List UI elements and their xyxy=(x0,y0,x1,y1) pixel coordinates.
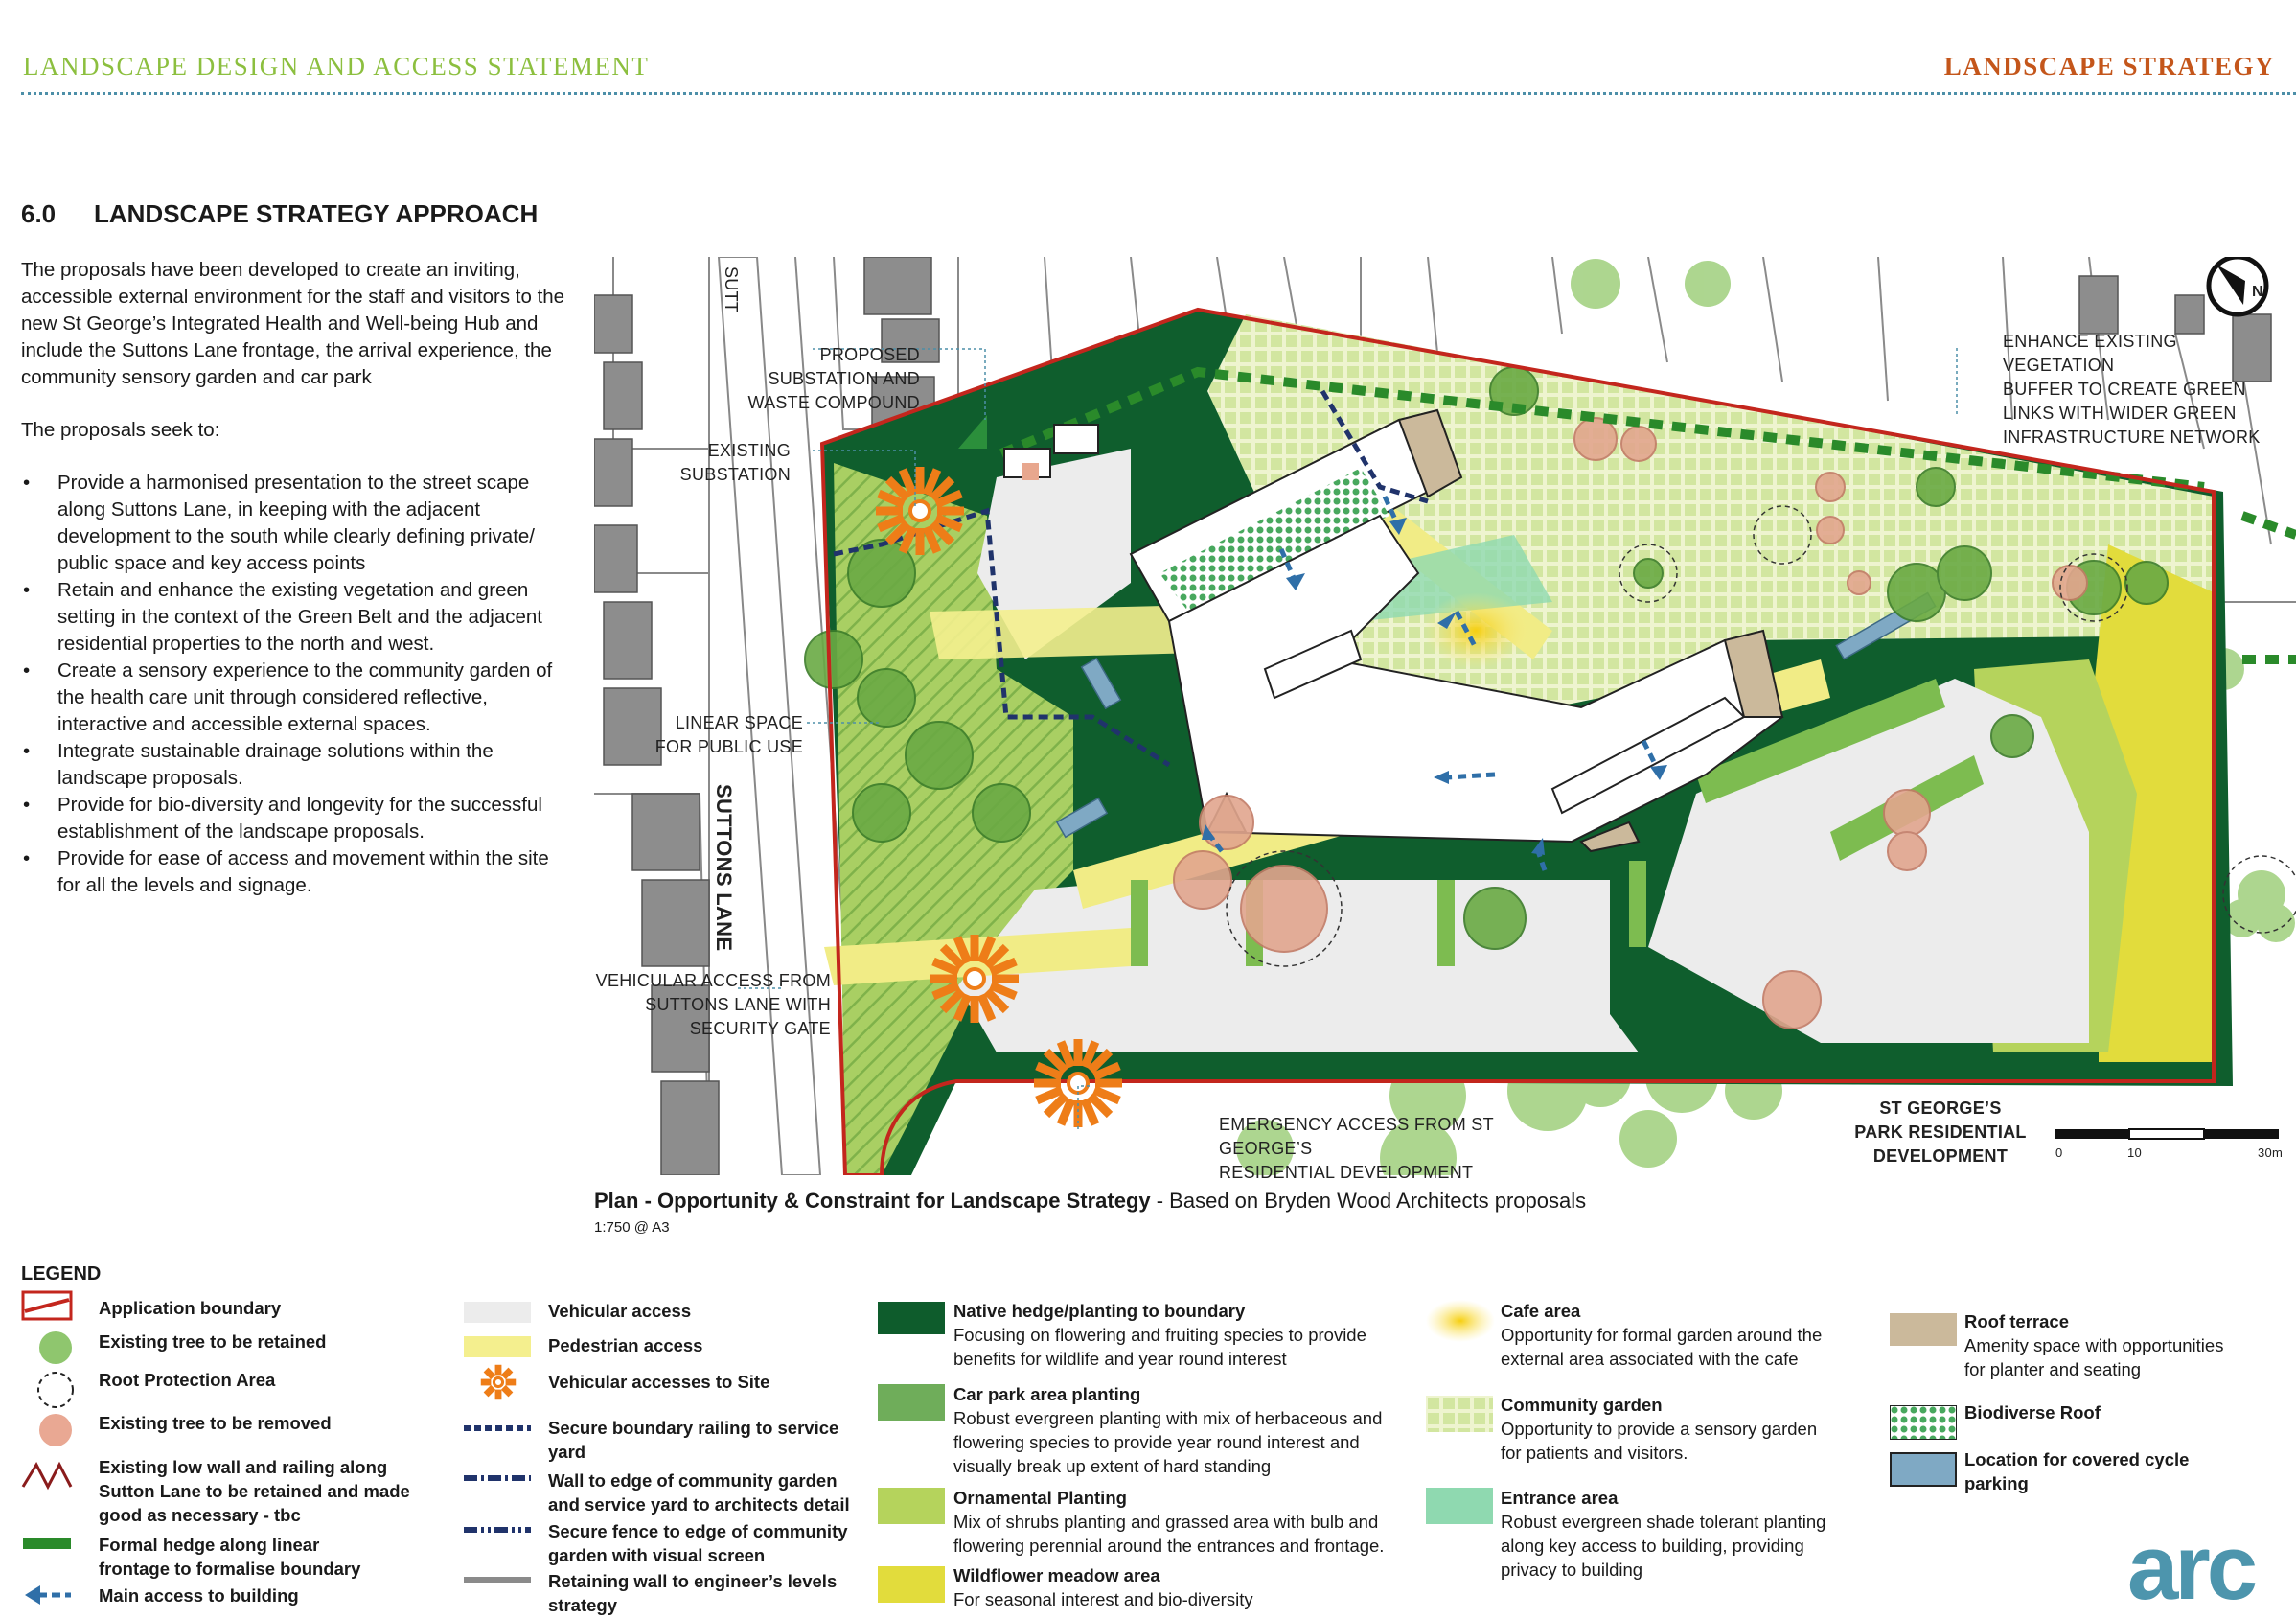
legend-main-access: Main access to building xyxy=(99,1585,299,1606)
legend-retaining-wall: Retaining wall to engineer’s levels stra… xyxy=(548,1571,838,1615)
section-heading: LANDSCAPE STRATEGY APPROACH xyxy=(94,199,539,228)
intro-bullet-list: Provide a harmonised presentation to the… xyxy=(21,470,567,899)
vehicular-access-sun xyxy=(930,935,1019,1023)
legend-entrance-area: Entrance area Robust evergreen shade tol… xyxy=(1501,1488,1826,1580)
label-proposed-substation: PROPOSED SUBSTATION AND WASTE COMPOUND xyxy=(747,345,920,412)
legend-wall-community-garden: Wall to edge of community garden and ser… xyxy=(548,1470,850,1515)
bullet-item: Provide a harmonised presentation to the… xyxy=(21,470,567,577)
wall-community-garden xyxy=(1320,389,1429,504)
legend-application-boundary: Application boundary xyxy=(99,1298,282,1318)
header-divider xyxy=(21,92,2296,95)
header-right-title: LANDSCAPE STRATEGY xyxy=(1943,52,2275,81)
legend-roof-terrace: Roof terrace Amenity space with opportun… xyxy=(1964,1311,2224,1379)
legend-secure-railing: Secure boundary railing to service yard xyxy=(548,1418,839,1462)
swatch-roof-terrace xyxy=(1890,1313,1957,1346)
scale-label-10: 10 xyxy=(2127,1145,2143,1160)
swatch-ornamental-planting xyxy=(878,1488,945,1524)
label-street-top: SUTT xyxy=(722,266,741,313)
legend-pedestrian-access: Pedestrian access xyxy=(548,1335,703,1355)
label-linear-space: LINEAR SPACE FOR PUBLIC USE xyxy=(654,713,803,756)
swatch-wildflower-meadow xyxy=(878,1566,945,1603)
label-vehicular-access: VEHICULAR ACCESS FROM SUTTONS LANE WITH … xyxy=(595,971,831,1038)
legend-tree-removed: Existing tree to be removed xyxy=(99,1413,332,1433)
scale-label-0: 0 xyxy=(2055,1145,2063,1160)
label-emergency-access: EMERGENCY ACCESS FROM ST GEORGE’S RESIDE… xyxy=(1219,1115,1494,1182)
legend-cycle-parking: Location for covered cycle parking xyxy=(1964,1449,2190,1493)
swatch-cafe-area xyxy=(1426,1300,1495,1342)
legend-vehicular-site-access: Vehicular accesses to Site xyxy=(548,1372,770,1392)
section-number: 6.0 xyxy=(21,199,57,228)
legend-car-park-planting: Car park area planting Robust evergreen … xyxy=(953,1384,1383,1476)
bullet-item: Integrate sustainable drainage solutions… xyxy=(21,738,567,792)
header-left-title: LANDSCAPE DESIGN AND ACCESS STATEMENT xyxy=(23,52,650,81)
root-protection xyxy=(1226,505,2296,967)
bullet-item: Provide for bio-diversity and longevity … xyxy=(21,792,567,845)
legend-tree-retained: Existing tree to be retained xyxy=(99,1331,327,1352)
north-label: N xyxy=(2252,284,2263,300)
caption-subtitle: - Based on Bryden Wood Architects propos… xyxy=(1150,1189,1587,1213)
legend-vehicular-access: Vehicular access xyxy=(548,1301,692,1321)
intro-lead: The proposals seek to: xyxy=(21,419,220,441)
swatch-biodiverse-roof xyxy=(1890,1405,1957,1440)
bullet-item: Retain and enhance the existing vegetati… xyxy=(21,577,567,658)
intro-text: The proposals have been developed to cre… xyxy=(21,257,567,899)
swatch-native-hedge xyxy=(878,1302,945,1334)
plan-caption: Plan - Opportunity & Constraint for Land… xyxy=(594,1189,1586,1214)
bullet-item: Create a sensory experience to the commu… xyxy=(21,658,567,738)
legend-biodiverse-roof: Biodiverse Roof xyxy=(1964,1402,2101,1422)
arc-logo: arc xyxy=(2127,1516,2258,1619)
swatch-cycle-parking xyxy=(1890,1452,1957,1487)
legend-col2-symbols xyxy=(464,1302,531,1583)
trees-removed xyxy=(1173,417,2088,1029)
swatch-car-park-planting xyxy=(878,1384,945,1421)
legend-title: LEGEND xyxy=(21,1263,102,1284)
north-arrow-icon xyxy=(2206,257,2269,317)
site-plan: PROPOSED SUBSTATION AND WASTE COMPOUND E… xyxy=(594,257,2296,1182)
swatch-entrance-area xyxy=(1426,1488,1493,1524)
legend-native-hedge: Native hedge/planting to boundary Focusi… xyxy=(953,1301,1366,1369)
intro-paragraph: The proposals have been developed to cre… xyxy=(21,259,565,388)
building xyxy=(1129,408,1784,853)
bullet-item: Provide for ease of access and movement … xyxy=(21,845,567,899)
section-title: 6.0 LANDSCAPE STRATEGY APPROACH xyxy=(21,199,538,229)
label-enhance-vegetation: ENHANCE EXISTING VEGETATION BUFFER TO CR… xyxy=(2003,332,2261,447)
caption-title: Plan - Opportunity & Constraint for Land… xyxy=(594,1189,1151,1213)
legend-wildflower-meadow: Wildflower meadow area For seasonal inte… xyxy=(953,1565,1253,1609)
site-plan-drawing xyxy=(594,257,2296,1175)
scale-label-30: 30m xyxy=(2258,1145,2284,1160)
legend-col1-symbols xyxy=(21,1290,74,1605)
neighbouring-houses xyxy=(594,257,2272,1175)
legend-low-wall: Existing low wall and railing along Sutt… xyxy=(99,1457,410,1525)
legend-secure-fence: Secure fence to edge of community garden… xyxy=(548,1521,848,1565)
legend-formal-hedge: Formal hedge along linear frontage to fo… xyxy=(99,1535,361,1579)
legend-community-garden: Community garden Opportunity to provide … xyxy=(1501,1395,1818,1463)
plan-scale-note: 1:750 @ A3 xyxy=(594,1219,670,1236)
trees-retained xyxy=(804,366,2169,950)
legend-root-protection: Root Protection Area xyxy=(99,1370,276,1390)
label-street: SUTTONS LANE xyxy=(712,784,736,952)
proposed-substation xyxy=(1053,424,1099,454)
main-access-arrows xyxy=(1202,495,1667,871)
vehicular-access-sun xyxy=(1034,1039,1122,1127)
scale-bar xyxy=(2055,1128,2279,1140)
label-st-georges: ST GEORGE’S PARK RESIDENTIAL DEVELOPMENT xyxy=(1854,1099,2027,1166)
secure-railing xyxy=(833,507,1171,768)
label-existing-substation: EXISTING SUBSTATION xyxy=(679,441,791,484)
legend-ornamental-planting: Ornamental Planting Mix of shrubs planti… xyxy=(953,1488,1385,1556)
application-boundary xyxy=(819,307,2216,1175)
vehicular-access-sun xyxy=(876,467,964,555)
swatch-community-garden xyxy=(1426,1396,1493,1432)
legend-cafe-area: Cafe area Opportunity for formal garden … xyxy=(1501,1301,1823,1369)
